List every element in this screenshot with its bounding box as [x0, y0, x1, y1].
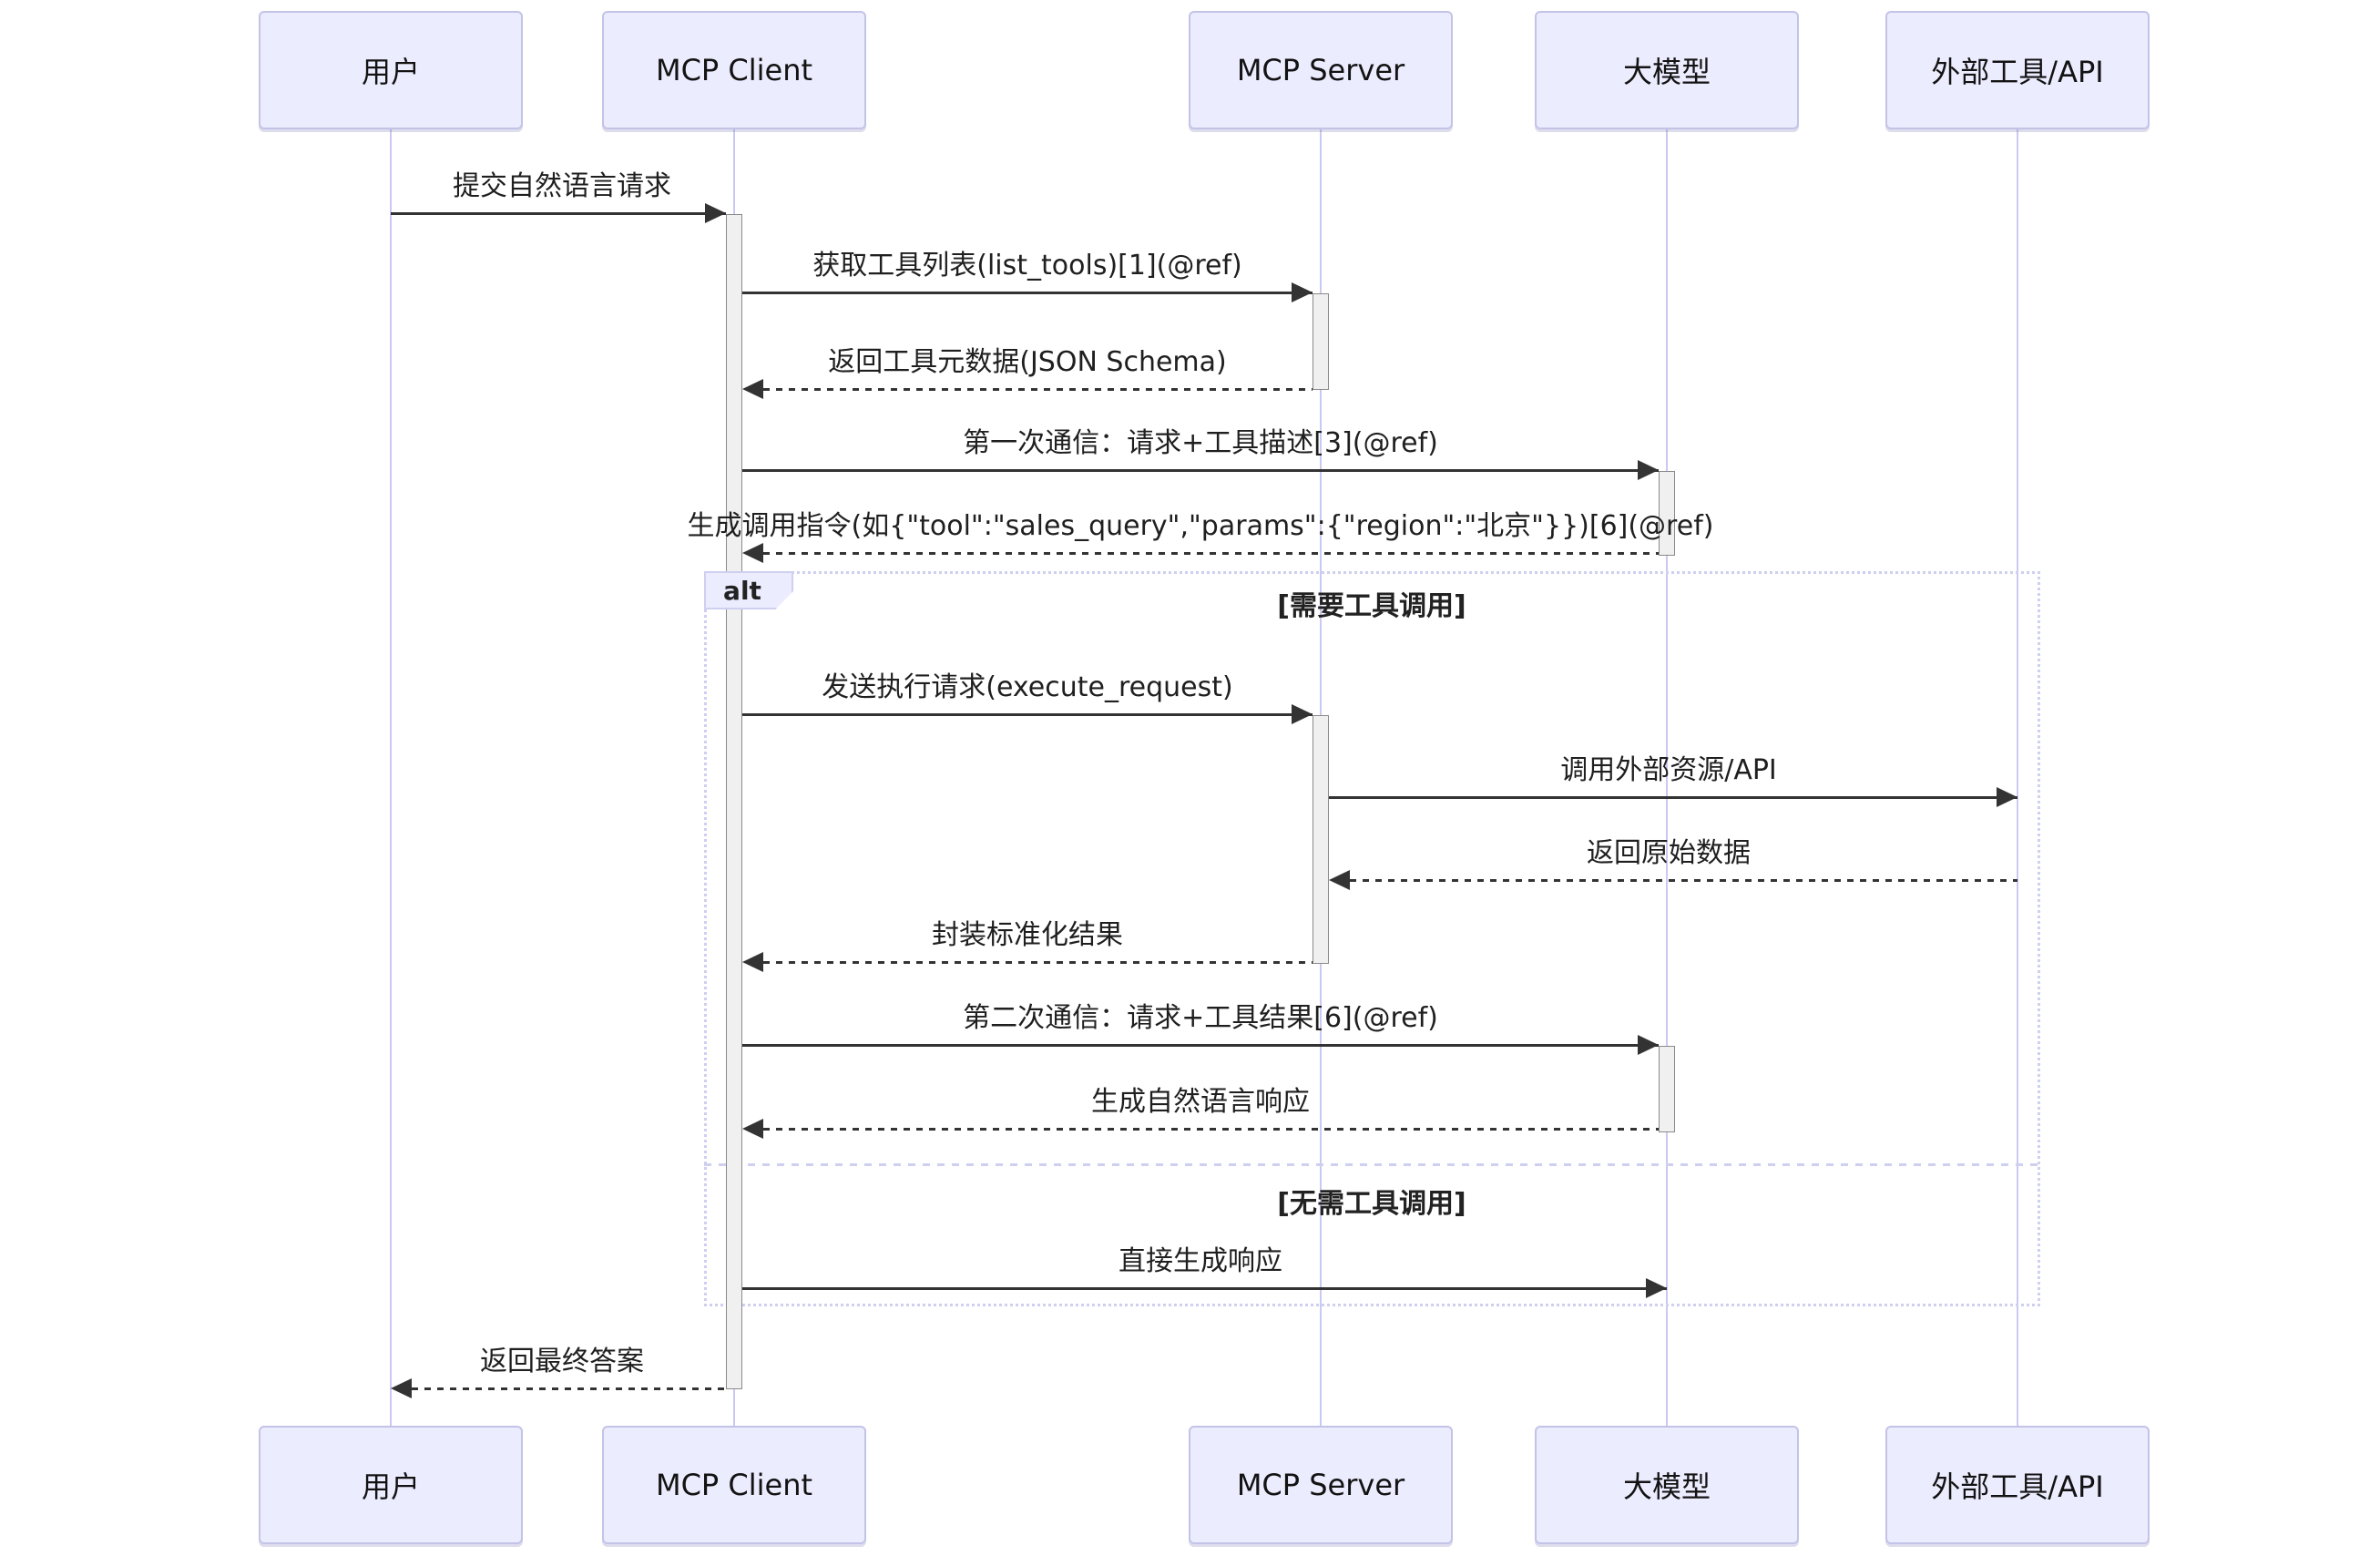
message-3-arrowhead-icon [742, 379, 763, 399]
message-4-label: 第一次通信：请求+工具描述[3](@ref) [963, 427, 1438, 459]
participant-external-tools-bottom: 外部工具/API [1885, 1426, 2150, 1544]
participant-user-top: 用户 [259, 11, 523, 129]
message-3-label: 返回工具元数据(JSON Schema) [828, 346, 1227, 378]
message-2-label: 获取工具列表(list_tools)[1](@ref) [812, 250, 1242, 282]
message-1-line [391, 212, 726, 215]
message-12-label: 直接生成响应 [1118, 1245, 1282, 1277]
message-1-label: 提交自然语言请求 [453, 170, 671, 202]
participant-llm-bottom: 大模型 [1535, 1426, 1799, 1544]
activation-llm-1 [1659, 471, 1675, 556]
message-7-line [1329, 796, 2017, 799]
message-4-arrowhead-icon [1638, 460, 1659, 480]
message-6-label: 发送执行请求(execute_request) [822, 671, 1233, 703]
participant-label: 大模型 [1622, 1469, 1711, 1504]
participant-label: MCP Server [1236, 53, 1405, 87]
message-13-arrowhead-icon [391, 1378, 412, 1398]
activation-mcp-client [726, 214, 742, 1389]
message-4-line [742, 469, 1659, 472]
message-8-arrowhead-icon [1329, 870, 1350, 890]
participant-label: MCP Client [655, 1468, 813, 1502]
participant-label: 外部工具/API [1931, 55, 2104, 89]
message-13-label: 返回最终答案 [480, 1346, 644, 1377]
participant-llm-top: 大模型 [1535, 11, 1799, 129]
lifeline-user [390, 129, 392, 1426]
message-13-line [412, 1387, 726, 1390]
activation-llm-2 [1659, 1046, 1675, 1132]
participant-label: 用户 [361, 55, 420, 89]
participant-label: 大模型 [1622, 55, 1711, 89]
message-10-line [742, 1044, 1659, 1047]
message-9-label: 封装标准化结果 [932, 919, 1123, 951]
lifeline-llm [1666, 129, 1668, 1426]
alt-divider [704, 1163, 2040, 1166]
participant-label: MCP Client [655, 53, 813, 87]
message-2-arrowhead-icon [1292, 282, 1313, 302]
message-6-line [742, 713, 1313, 716]
participant-label: 用户 [361, 1469, 420, 1504]
message-5-label: 生成调用指令(如{"tool":"sales_query","params":{… [687, 510, 1714, 542]
alt-label: alt [704, 571, 793, 609]
message-8-line [1350, 879, 2017, 882]
alt-frame [704, 571, 2040, 1306]
message-10-label: 第二次通信：请求+工具结果[6](@ref) [963, 1002, 1438, 1034]
message-9-arrowhead-icon [742, 952, 763, 972]
message-8-label: 返回原始数据 [1587, 837, 1751, 869]
alt-condition-2: [无需工具调用] [1277, 1188, 1466, 1220]
participant-label: 外部工具/API [1931, 1469, 2104, 1504]
message-1-arrowhead-icon [705, 203, 726, 223]
participant-label: MCP Server [1236, 1468, 1405, 1502]
message-5-line [763, 552, 1659, 555]
message-2-line [742, 292, 1313, 294]
message-5-arrowhead-icon [742, 543, 763, 563]
participant-user-bottom: 用户 [259, 1426, 523, 1544]
message-12-line [742, 1287, 1667, 1290]
message-7-label: 调用外部资源/API [1560, 754, 1777, 786]
participant-mcp-client-top: MCP Client [602, 11, 866, 129]
message-6-arrowhead-icon [1292, 704, 1313, 724]
activation-mcp-server-1 [1313, 293, 1329, 390]
message-11-arrowhead-icon [742, 1119, 763, 1139]
participant-mcp-client-bottom: MCP Client [602, 1426, 866, 1544]
alt-condition-1: [需要工具调用] [1277, 590, 1466, 622]
message-3-line [763, 388, 1313, 391]
message-10-arrowhead-icon [1638, 1035, 1659, 1055]
lifeline-external-tools [2017, 129, 2018, 1426]
alt-label-text: alt [723, 575, 761, 606]
participant-mcp-server-bottom: MCP Server [1189, 1426, 1453, 1544]
participant-external-tools-top: 外部工具/API [1885, 11, 2150, 129]
message-12-arrowhead-icon [1646, 1278, 1667, 1298]
message-7-arrowhead-icon [1997, 787, 2017, 807]
message-11-line [763, 1128, 1659, 1131]
participant-mcp-server-top: MCP Server [1189, 11, 1453, 129]
message-9-line [763, 961, 1313, 964]
message-11-label: 生成自然语言响应 [1091, 1086, 1310, 1118]
activation-mcp-server-2 [1313, 715, 1329, 964]
